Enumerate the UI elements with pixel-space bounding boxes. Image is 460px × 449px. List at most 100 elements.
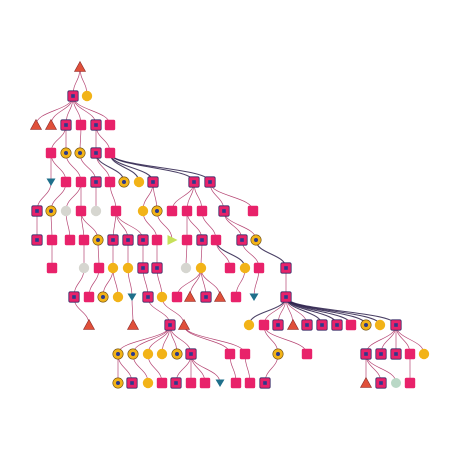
square-node-with-dot bbox=[107, 234, 119, 246]
node-square bbox=[151, 234, 163, 246]
node-circle bbox=[90, 205, 102, 217]
node-square bbox=[104, 176, 116, 188]
ringed-circle-node bbox=[360, 319, 372, 331]
node-square bbox=[247, 205, 259, 217]
pale-gray-circle-node bbox=[90, 205, 102, 217]
pale-gray-circle-node bbox=[60, 205, 72, 217]
ringed-circle-node bbox=[127, 348, 139, 360]
square-node-plain bbox=[45, 147, 57, 159]
node-dot bbox=[192, 180, 196, 184]
node-dot bbox=[379, 381, 383, 385]
node-circle bbox=[137, 205, 149, 217]
square-node-with-dot bbox=[151, 262, 163, 274]
node-triangle bbox=[82, 318, 96, 330]
node-circle bbox=[374, 319, 386, 331]
node-dot bbox=[141, 266, 145, 270]
node-dot bbox=[364, 323, 368, 327]
ringed-circle-node bbox=[151, 205, 163, 217]
square-node-plain bbox=[196, 205, 208, 217]
square-node-plain bbox=[166, 205, 178, 217]
node-square bbox=[244, 377, 256, 389]
square-node-with-dot bbox=[204, 176, 216, 188]
node-square bbox=[104, 119, 116, 131]
square-node-with-dot bbox=[280, 291, 292, 303]
square-node-with-dot bbox=[90, 176, 102, 188]
square-node-plain bbox=[301, 348, 313, 360]
node-dot bbox=[116, 352, 120, 356]
square-node-with-dot bbox=[122, 234, 134, 246]
node-circle bbox=[142, 348, 154, 360]
node-dot bbox=[72, 295, 76, 299]
pale-gray-circle-node bbox=[180, 262, 192, 274]
square-node-plain bbox=[104, 119, 116, 131]
circle-node bbox=[107, 262, 119, 274]
node-square bbox=[253, 262, 265, 274]
edge-layer bbox=[35, 66, 425, 384]
square-node-with-dot bbox=[170, 377, 182, 389]
node-square bbox=[301, 348, 313, 360]
node-dot bbox=[141, 238, 145, 242]
ringed-circle-node bbox=[272, 348, 284, 360]
circle-node bbox=[418, 348, 430, 360]
node-circle bbox=[107, 262, 119, 274]
node-square bbox=[83, 291, 95, 303]
circle-node bbox=[137, 205, 149, 217]
node-square bbox=[78, 234, 90, 246]
node-circle bbox=[112, 291, 124, 303]
node-dot bbox=[364, 352, 368, 356]
ringed-circle-node bbox=[97, 291, 109, 303]
square-node-plain bbox=[156, 377, 168, 389]
tree-edge bbox=[263, 324, 308, 355]
triangle-up-node bbox=[359, 376, 373, 388]
square-node-with-dot bbox=[375, 377, 387, 389]
square-node-plain bbox=[199, 377, 211, 389]
ringed-circle-node bbox=[112, 377, 124, 389]
square-node-plain bbox=[210, 234, 222, 246]
square-node-with-dot bbox=[390, 348, 402, 360]
node-square bbox=[64, 234, 76, 246]
node-square bbox=[196, 205, 208, 217]
node-dot bbox=[116, 381, 120, 385]
square-node-plain bbox=[247, 205, 259, 217]
circle-node bbox=[156, 291, 168, 303]
node-dot bbox=[64, 123, 68, 127]
node-square bbox=[230, 291, 242, 303]
ringed-circle-node bbox=[74, 147, 86, 159]
node-dot bbox=[379, 352, 383, 356]
node-square bbox=[46, 234, 58, 246]
node-circle bbox=[122, 262, 134, 274]
triangle-down-node bbox=[215, 379, 225, 387]
square-node-with-dot bbox=[272, 319, 284, 331]
node-circle bbox=[243, 319, 255, 331]
triangle-down-node bbox=[127, 293, 137, 301]
square-node-with-dot bbox=[90, 119, 102, 131]
square-node-with-dot bbox=[331, 319, 343, 331]
square-node-plain bbox=[64, 234, 76, 246]
square-node-with-dot bbox=[185, 348, 197, 360]
square-node-with-dot bbox=[137, 234, 149, 246]
node-square bbox=[185, 377, 197, 389]
square-node-plain bbox=[253, 262, 265, 274]
node-dot bbox=[394, 352, 398, 356]
node-dot bbox=[146, 295, 150, 299]
triangle-up-node bbox=[44, 118, 58, 130]
node-circle bbox=[142, 377, 154, 389]
node-dot bbox=[94, 151, 98, 155]
node-triangle bbox=[213, 290, 227, 302]
square-node-with-dot bbox=[188, 176, 200, 188]
node-dot bbox=[394, 323, 398, 327]
node-circle bbox=[156, 348, 168, 360]
node-circle bbox=[180, 262, 192, 274]
square-node-plain bbox=[104, 176, 116, 188]
triangle-down-node bbox=[249, 293, 259, 301]
tree-edge bbox=[209, 181, 254, 212]
circle-node bbox=[122, 262, 134, 274]
square-node-plain bbox=[104, 147, 116, 159]
node-square bbox=[404, 377, 416, 389]
square-node-plain bbox=[75, 119, 87, 131]
square-node-with-dot bbox=[316, 319, 328, 331]
circle-node bbox=[112, 291, 124, 303]
square-node-with-dot bbox=[218, 205, 230, 217]
node-square bbox=[181, 205, 193, 217]
pale-gray-circle-node bbox=[78, 262, 90, 274]
